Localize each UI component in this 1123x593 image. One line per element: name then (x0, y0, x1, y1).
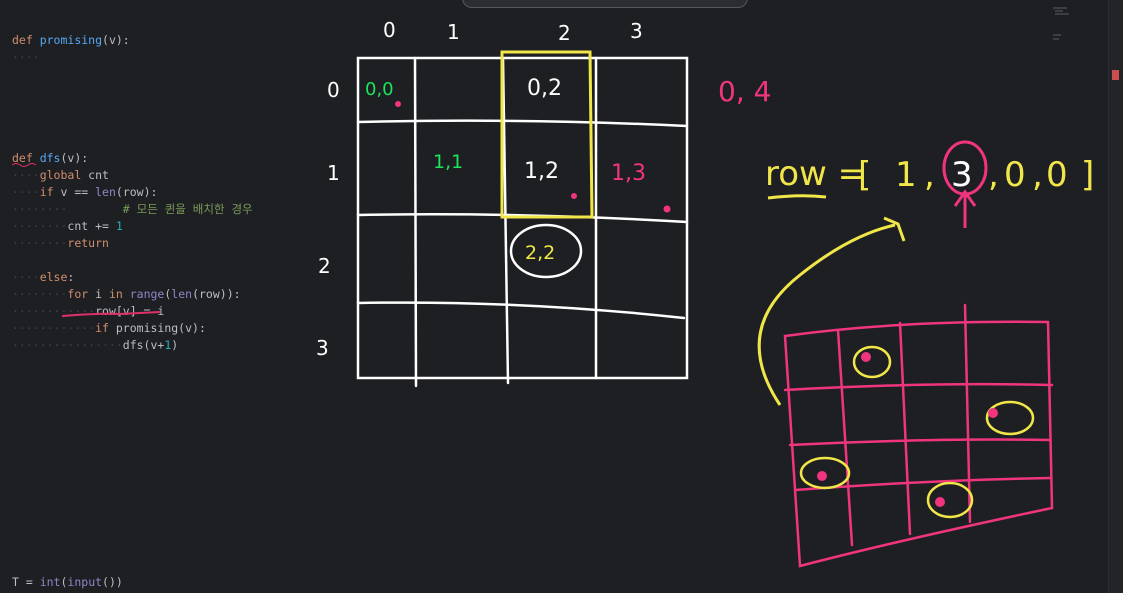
row-label-2: 2 (318, 254, 331, 278)
error-marker (1112, 70, 1119, 80)
squiggle-mark (11, 163, 37, 167)
board-col-line (413, 56, 418, 388)
pink-board-col (898, 321, 912, 536)
pink-board-col (963, 303, 972, 524)
queen-dot (571, 193, 577, 199)
row-label-text: row = (765, 154, 866, 194)
pink-board-row (783, 382, 1054, 392)
row-label-1: 1 (327, 161, 340, 185)
board-row-line (356, 119, 689, 128)
pink-board-col (836, 328, 854, 547)
circle-mark (509, 223, 583, 279)
arrow-up-icon (953, 189, 977, 228)
row-value-1: 3 (951, 155, 973, 195)
code-line-input[interactable]: T = int(input()) (12, 575, 123, 589)
comma: , (1032, 155, 1043, 195)
code-line-dfs[interactable]: def dfs(v): (12, 151, 89, 165)
board-row-line (356, 213, 689, 224)
underline-mark (767, 194, 827, 200)
queen-dot (663, 205, 671, 213)
cell-0-0: 0,0 (365, 79, 394, 100)
pink-board-queens (799, 345, 1035, 519)
code-line-promising[interactable]: def promising(v): (12, 33, 130, 47)
cell-1-3: 1,3 (611, 161, 646, 186)
side-note: 0, 4 (718, 75, 771, 108)
code-line-for[interactable]: ········for i in range(len(row)): (12, 287, 241, 301)
cell-1-1: 1,1 (433, 151, 463, 173)
col-label-2: 2 (558, 21, 571, 45)
indent-guide: ···· (12, 50, 40, 64)
board-border (356, 56, 689, 380)
minimap-preview (1053, 7, 1069, 40)
cell-0-2: 0,2 (527, 76, 562, 101)
vertical-scrollbar[interactable] (1108, 0, 1123, 593)
underline-mark (61, 311, 161, 317)
code-line-if[interactable]: ····if v == len(row): (12, 185, 158, 199)
curved-arrow-icon (757, 216, 906, 406)
board-row-line (356, 301, 686, 320)
col-label-0: 0 (383, 18, 396, 42)
bracket-open: [ (858, 155, 871, 195)
board-col-line (501, 56, 510, 385)
col-label-1: 1 (447, 20, 460, 44)
highlight-column (500, 50, 594, 219)
code-line-cnt[interactable]: ········cnt += 1 (12, 219, 123, 233)
row-value-2: 0 (1004, 155, 1026, 195)
code-line-if-promising[interactable]: ············if promising(v): (12, 321, 206, 335)
row-value-3: 0 (1046, 155, 1068, 195)
code-line-global[interactable]: ····global cnt (12, 168, 109, 182)
comma: , (924, 155, 935, 195)
queen-dot (395, 101, 401, 107)
cell-1-2: 1,2 (524, 159, 559, 184)
col-label-3: 3 (630, 19, 643, 43)
bracket-close: ] (1081, 155, 1094, 195)
code-line-dfs-call[interactable]: ················dfs(v+1) (12, 338, 179, 352)
code-line-else[interactable]: ····else: (12, 270, 75, 284)
minimap[interactable] (1047, 0, 1107, 593)
pink-board (783, 303, 1054, 568)
comma: , (988, 155, 999, 195)
pink-board-row (788, 438, 1052, 447)
row-label-0: 0 (327, 78, 340, 102)
row-label-3: 3 (316, 336, 329, 360)
code-line-comment[interactable]: ········ # 모든 퀸을 배치한 경우 (12, 202, 253, 216)
row-labels: 0 1 2 3 (316, 78, 340, 360)
code-line-return[interactable]: ········return (12, 236, 109, 250)
pink-board-border (783, 320, 1054, 568)
chess-board (356, 56, 689, 388)
row-array-note: row = [ 1 , 3 , 0 , 0 ] (765, 154, 1094, 195)
column-labels: 0 1 2 3 (383, 18, 643, 45)
cell-2-2: 2,2 (525, 242, 555, 264)
row-value-0: 1 (895, 155, 917, 195)
